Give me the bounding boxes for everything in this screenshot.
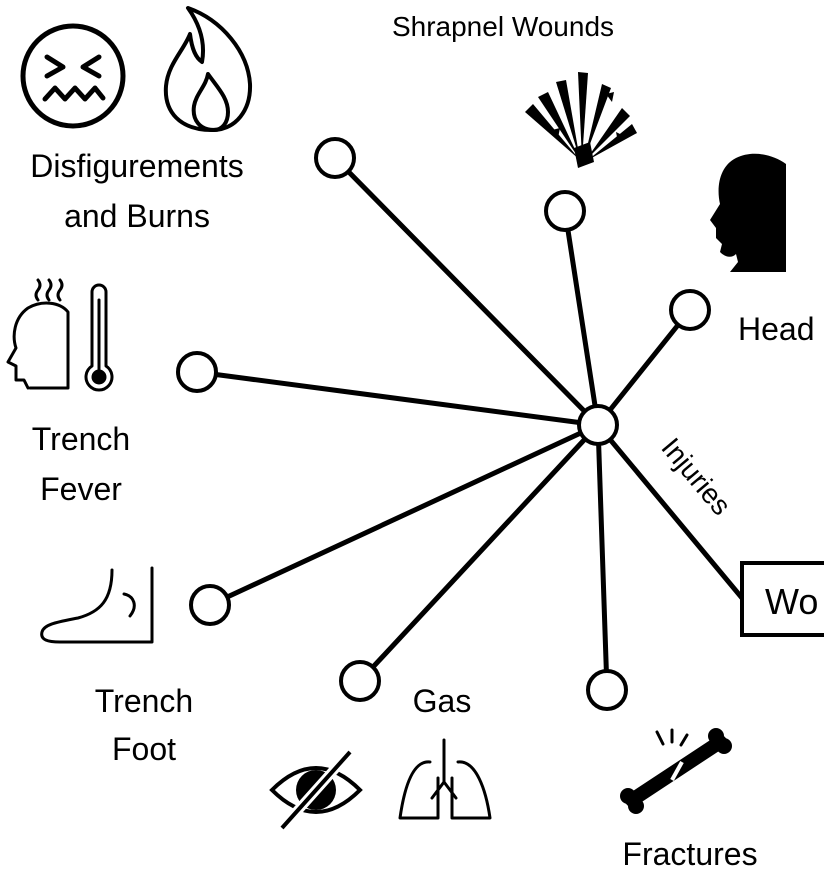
hub-node[interactable] [577,404,619,446]
label-trench-fever-1: Trench [32,421,130,457]
nauseated-face-icon [20,23,126,129]
label-trench-fever-2: Fever [40,471,122,507]
blind-eye-icon [269,748,363,832]
root-box[interactable] [740,561,824,637]
broken-bone-icon [620,728,732,814]
node-fractures[interactable] [586,669,628,711]
root-box-text: Wo [765,581,818,622]
label-trench-foot-2: Foot [112,731,176,767]
label-trench-foot-1: Trench [95,683,193,719]
node-trench-foot[interactable] [189,584,231,626]
node-trench-fever[interactable] [176,351,218,393]
label-gas: Gas [413,683,472,719]
lungs-icon [398,738,492,820]
head-silhouette-icon [710,153,786,272]
label-shrapnel: Shrapnel Wounds [392,11,614,42]
connector-root [595,422,745,601]
foot-icon [40,566,154,644]
connector-disfigurements [332,155,601,428]
shrapnel-explosion-icon [525,72,637,168]
fever-head-thermometer-icon [6,278,114,392]
connector-trench-foot [207,422,601,608]
node-shrapnel[interactable] [544,190,586,232]
connector-gas [357,422,601,684]
node-gas[interactable] [339,660,381,702]
connector-head [595,307,693,428]
node-disfigurements[interactable] [314,137,356,179]
label-fractures: Fractures [622,836,757,872]
flame-icon [163,6,253,132]
label-disfigurements-2: and Burns [64,198,210,234]
connector-fractures [595,422,610,693]
label-disfigurements-1: Disfigurements [30,148,243,184]
label-head: Head [738,311,815,347]
node-head[interactable] [669,289,711,331]
connector-shrapnel [562,208,601,428]
connector-trench-fever [194,369,601,428]
